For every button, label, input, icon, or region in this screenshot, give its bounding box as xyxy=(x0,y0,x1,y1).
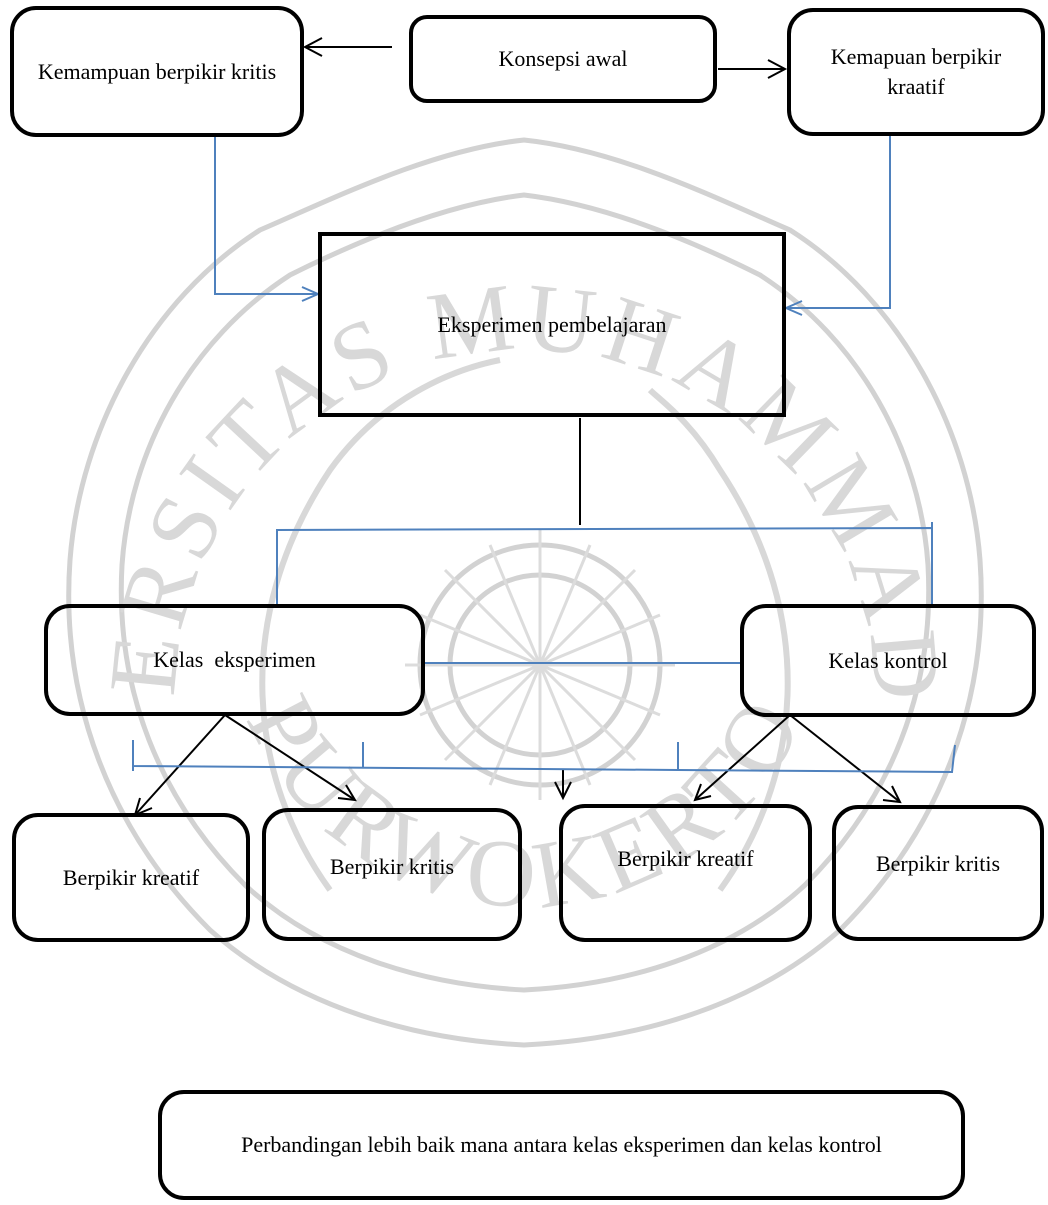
node-konsepsi-awal: Konsepsi awal xyxy=(409,15,717,103)
node-kelas-kontrol-label: Kelas kontrol xyxy=(828,647,948,673)
connector-kritis-to-eksperimen xyxy=(214,135,318,295)
node-eksperimen-berpikir-kreatif: Berpikir kreatif xyxy=(12,813,250,942)
node-kontrol-berpikir-kritis: Berpikir kritis xyxy=(832,805,1044,941)
branch-horizontal xyxy=(276,526,933,605)
node-kemampuan-berpikir-kritis: Kemampuan berpikir kritis xyxy=(10,6,304,137)
node-kontrol-berpikir-kritis-label: Berpikir kritis xyxy=(875,851,1001,876)
node-kemapuan-berpikir-kraatif-label: Kemapuan berpikir kraatif xyxy=(830,44,1002,99)
arrow-kon-to-kreatif xyxy=(694,714,791,801)
arrow-eks-to-kritis xyxy=(224,714,356,801)
node-kontrol-berpikir-kreatif-label: Berpikir kreatif xyxy=(617,846,754,871)
node-eksperimen-berpikir-kritis-label: Berpikir kritis xyxy=(329,854,455,879)
node-kelas-eksperimen: Kelas eksperimen xyxy=(44,604,425,716)
connector-kreatif-to-eksperimen xyxy=(786,135,891,309)
node-kemampuan-berpikir-kritis-label: Kemampuan berpikir kritis xyxy=(37,58,277,84)
arrow-eks-to-kreatif xyxy=(134,714,226,816)
node-perbandingan: Perbandingan lebih baik mana antara kela… xyxy=(158,1090,965,1200)
node-kontrol-berpikir-kreatif: Berpikir kreatif xyxy=(559,804,812,942)
node-kelas-kontrol: Kelas kontrol xyxy=(740,604,1036,717)
node-eksperimen-pembelajaran: Eksperimen pembelajaran xyxy=(318,232,786,417)
collector-lines xyxy=(132,740,956,774)
arrow-kon-to-kritis xyxy=(789,714,901,803)
node-kemapuan-berpikir-kraatif: Kemapuan berpikir kraatif xyxy=(787,8,1045,136)
node-eksperimen-berpikir-kreatif-label: Berpikir kreatif xyxy=(62,864,200,890)
node-eksperimen-pembelajaran-label: Eksperimen pembelajaran xyxy=(437,311,667,337)
node-eksperimen-berpikir-kritis: Berpikir kritis xyxy=(262,808,522,941)
node-kelas-eksperimen-label: Kelas eksperimen xyxy=(153,647,316,672)
node-konsepsi-awal-label: Konsepsi awal xyxy=(498,46,628,71)
node-perbandingan-label: Perbandingan lebih baik mana antara kela… xyxy=(241,1132,882,1157)
